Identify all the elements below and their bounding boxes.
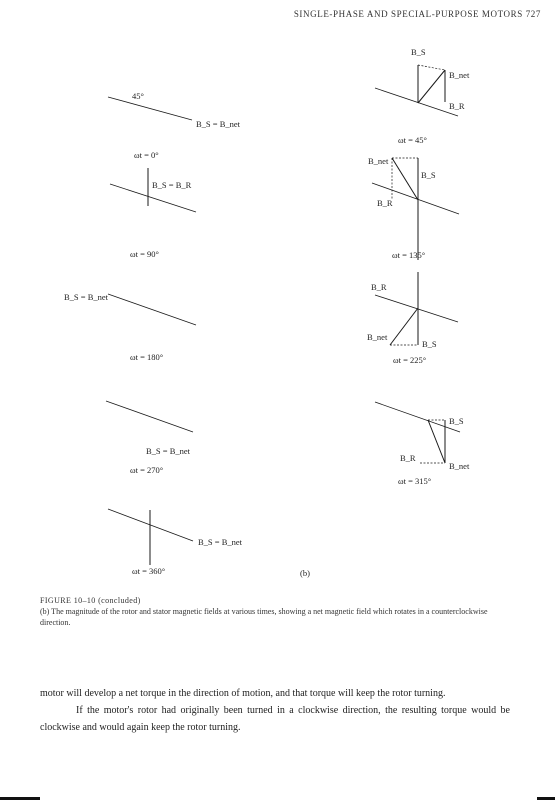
diagram-left-180: B_S = B_net ωt = 180°: [64, 292, 197, 362]
bottom-rule-right: [537, 797, 555, 800]
bottom-rule-left: [0, 797, 40, 800]
paragraph-1: motor will develop a net torque in the d…: [40, 688, 446, 699]
label-bnet-270: B_S = B_net: [146, 446, 191, 456]
body-text: motor will develop a net torque in the d…: [40, 685, 510, 736]
paragraph-2: If the motor's rotor had originally been…: [40, 705, 510, 733]
caption-text: (b) The magnitude of the rotor and stato…: [40, 607, 488, 627]
diagram-left-90: B_S = B_R ωt = 90°: [109, 168, 197, 259]
diagram-left-270: B_S = B_net ωt = 270°: [105, 400, 194, 475]
r45-v1: B_S: [411, 47, 426, 57]
figure-part-label: (b): [300, 568, 310, 578]
r45-v2: B_net: [449, 70, 470, 80]
r225-v2: B_net: [367, 332, 388, 342]
r315-v1: B_S: [449, 416, 464, 426]
diagram-right-45: B_S B_net B_R ωt = 45°: [374, 47, 470, 145]
diagram-right-225: B_R B_net B_S ωt = 225°: [367, 272, 459, 365]
diagram-left-0: 45° B_S = B_net ωt = 0°: [107, 91, 241, 160]
r135-v3: B_R: [377, 198, 393, 208]
label-bnet-180: B_S = B_net: [64, 292, 109, 302]
diagram-left-360: B_S = B_net ωt = 360°: [107, 508, 243, 576]
r225-v3: B_S: [422, 339, 437, 349]
angle-label-0: ωt = 0°: [134, 150, 159, 160]
angle-label-135: ωt = 135°: [392, 250, 425, 260]
figure-caption: FIGURE 10–10 (concluded) (b) The magnitu…: [40, 595, 510, 628]
r315-v3: B_net: [449, 461, 470, 471]
angle-label-45: ωt = 45°: [398, 135, 427, 145]
r45-v3: B_R: [449, 101, 465, 111]
r315-v2: B_R: [400, 453, 416, 463]
field-vector-figure: 45° B_S = B_net ωt = 0° B_S = B_R ωt = 9…: [64, 47, 470, 578]
angle-label-315: ωt = 315°: [398, 476, 431, 486]
running-header: SINGLE-PHASE AND SPECIAL-PURPOSE MOTORS …: [293, 9, 541, 19]
label-bnet-0: B_S = B_net: [196, 119, 241, 129]
r135-v2: B_S: [421, 170, 436, 180]
angle-label-90: ωt = 90°: [130, 249, 159, 259]
angle-label-360: ωt = 360°: [132, 566, 165, 576]
angle-label-180: ωt = 180°: [130, 352, 163, 362]
diagram-right-315: B_S B_R B_net ωt = 315°: [374, 401, 470, 486]
angle-label-270: ωt = 270°: [130, 465, 163, 475]
label-angle-45: 45°: [132, 91, 144, 101]
label-bnet-360: B_S = B_net: [198, 537, 243, 547]
r135-v1: B_net: [368, 156, 389, 166]
angle-label-225: ωt = 225°: [393, 355, 426, 365]
label-bs-br: B_S = B_R: [152, 180, 192, 190]
r225-v1: B_R: [371, 282, 387, 292]
diagram-right-135: B_net B_S B_R ωt = 135°: [368, 156, 460, 260]
caption-title: FIGURE 10–10 (concluded): [40, 596, 141, 605]
